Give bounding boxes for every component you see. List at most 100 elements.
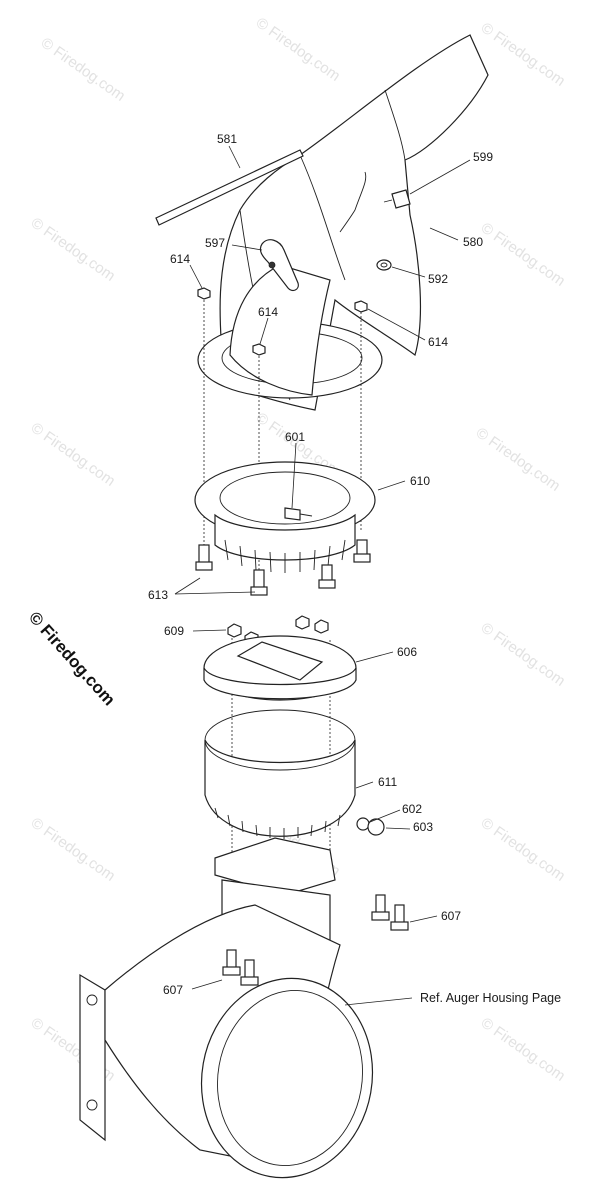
side-plate-hole [86, 1099, 98, 1111]
leader-613-b [174, 591, 256, 595]
knob-597 [259, 239, 299, 292]
callout-614-left: 614 [170, 252, 190, 266]
chute-handle [339, 171, 367, 233]
leader-607-right [409, 915, 438, 923]
watermark-text: © Firedog.com [28, 419, 119, 489]
auger-housing [79, 904, 374, 1179]
bolt [375, 894, 386, 914]
gear-ring-wall [204, 739, 356, 837]
callout-614-right: 614 [428, 335, 448, 349]
chute-deflector-edge [384, 89, 406, 161]
bolts-607 [222, 894, 409, 986]
callout-602: 602 [402, 802, 422, 816]
ring-opening [219, 471, 351, 525]
bolt-599 [383, 189, 411, 209]
leader-614-center [259, 317, 269, 345]
callout-614-center: 614 [258, 305, 278, 319]
leader-ref [344, 997, 413, 1006]
hex-nut [295, 615, 310, 630]
rod-581 [155, 149, 304, 226]
bolt [321, 564, 333, 582]
housing-opening [200, 977, 374, 1179]
leader-602 [369, 809, 401, 823]
callout-613: 613 [148, 588, 168, 602]
callout-592: 592 [428, 272, 448, 286]
callout-607-right: 607 [441, 909, 461, 923]
watermark-text: © Firedog.com [478, 814, 569, 884]
leader-609 [192, 629, 227, 632]
callout-580: 580 [463, 235, 483, 249]
side-plate-hole [86, 994, 98, 1006]
bolt-head [391, 189, 411, 209]
bolt [226, 949, 237, 969]
callout-610: 610 [410, 474, 430, 488]
leader-607-left [191, 979, 223, 990]
chute-seam [299, 154, 346, 281]
reference-note: Ref. Auger Housing Page [420, 991, 561, 1005]
hex-nut [197, 287, 211, 300]
bolt-head [250, 586, 268, 596]
hex-nut [354, 300, 368, 313]
watermark-main: © Firedog.com [25, 608, 119, 709]
watermark-text: © Firedog.com [478, 619, 569, 689]
nut-614-center [252, 343, 266, 356]
leader-613-a [174, 577, 201, 595]
bolt-head [318, 579, 336, 589]
leader-581 [228, 145, 241, 169]
leader-614-right [367, 308, 426, 341]
callout-603: 603 [413, 820, 433, 834]
callout-609: 609 [164, 624, 184, 638]
leader-597 [231, 244, 263, 251]
washer-592-hole [380, 262, 388, 268]
bolt [394, 904, 405, 924]
bolts-613 [195, 539, 371, 596]
callout-599: 599 [473, 150, 493, 164]
watermark-text: © Firedog.com [473, 424, 564, 494]
callout-607-left: 607 [163, 983, 183, 997]
leader-601 [291, 442, 297, 509]
watermark-text: © Firedog.com [253, 14, 344, 84]
callout-597: 597 [205, 236, 225, 250]
screw-601 [284, 507, 313, 521]
callout-601: 601 [285, 430, 305, 444]
wing-knob [259, 239, 299, 292]
hex-nut [314, 619, 329, 634]
bearing-plate-606 [203, 635, 357, 701]
watermark-text: © Firedog.com [478, 219, 569, 289]
gear-ring-611 [204, 709, 356, 839]
leader-603 [385, 827, 411, 830]
bolt-head [240, 976, 259, 986]
watermark-text: © Firedog.com [28, 214, 119, 284]
watermark-text: © Firedog.com [38, 34, 129, 104]
washer-592 [376, 259, 392, 271]
bolt-head [390, 921, 409, 931]
gear-teeth [214, 807, 341, 839]
nut-614-right [354, 300, 368, 313]
leader-lines [174, 145, 471, 1006]
bolt-head [195, 561, 213, 571]
bolt [198, 544, 210, 564]
watermark-text: © Firedog.com [28, 814, 119, 884]
chute-rod [155, 149, 304, 226]
watermark-text: © Firedog.com [478, 1014, 569, 1084]
callout-581: 581 [217, 132, 237, 146]
nuts-609 [227, 615, 329, 646]
hex-nut [252, 343, 266, 356]
screw-head [284, 507, 301, 521]
callout-611: 611 [378, 775, 397, 789]
callout-606: 606 [397, 645, 417, 659]
plate-rim [203, 667, 357, 700]
bolt [244, 959, 255, 979]
bolt [253, 569, 265, 589]
leader-610 [377, 480, 406, 491]
bolt-head [222, 966, 241, 976]
chute-lower-body [229, 264, 331, 396]
nut-614-left [197, 287, 211, 300]
leader-580 [429, 227, 459, 241]
cap-603 [367, 818, 385, 836]
leader-599 [409, 159, 471, 195]
housing-opening-inner [217, 989, 363, 1167]
ring-skirt [214, 513, 356, 561]
housing-side-plate [79, 973, 106, 1142]
